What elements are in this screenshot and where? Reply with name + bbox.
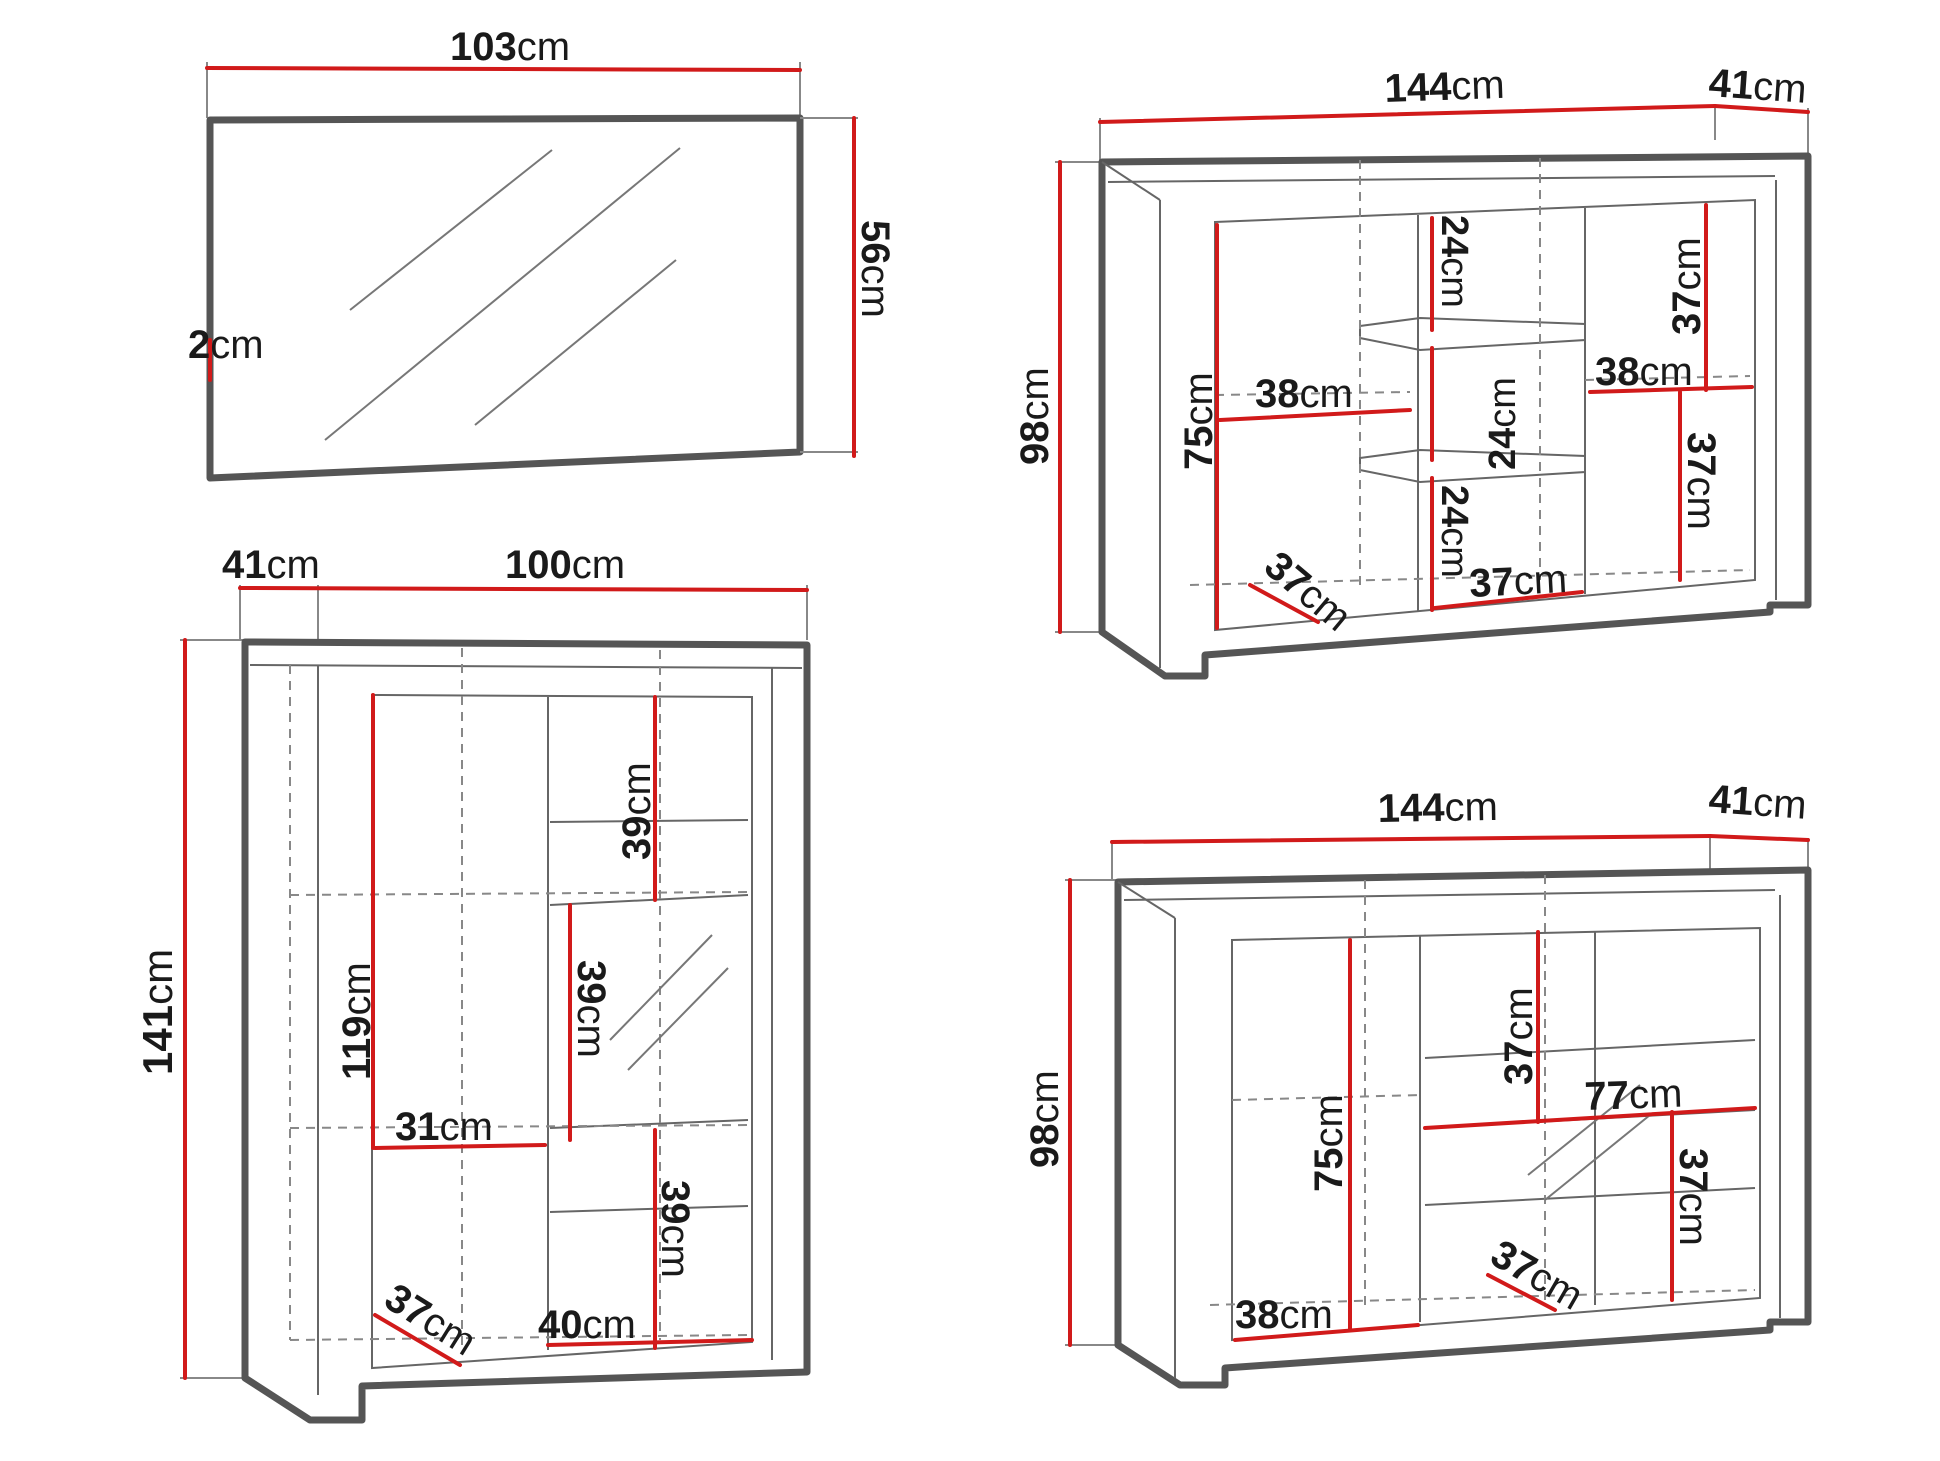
sideboard-top-center-shelf-2-label: 24cm [1482,377,1524,470]
cabinet-shelf-bottom-label: 39cm [653,1180,697,1278]
sideboard-bottom-right-width-label: 77cm [1584,1072,1683,1119]
cabinet-shelf-top-label: 39cm [615,762,659,860]
glass-reflection [324,147,681,441]
sideboard-bottom-drawer-height-label: 37cm [1497,987,1541,1085]
sideboard-bottom-depth-label: 41cm [1707,777,1808,828]
sideboard-bottom-inner-depth-dimension [1486,1273,1557,1312]
sideboard-bottom-left-width-label: 38cm [1235,1293,1333,1337]
cabinet-inner-depth-label: 37cm [377,1275,483,1364]
sideboard-bottom-inner-depth-label: 37cm [1484,1232,1591,1319]
cabinet-depth-dimension [373,1313,462,1367]
sideboard-top-center-shelf-3-label: 24cm [1433,485,1475,578]
cabinet-left-width-dimension [373,1143,547,1150]
sideboard-top-center-shelf-1-label: 24cm [1433,215,1475,308]
sideboard-bottom-depth-dimension [1708,834,1810,842]
sideboard-top-center-width-label: 37cm [1468,557,1568,606]
display-cabinet-drawing [180,585,811,1424]
cabinet-left-width-label: 31cm [395,1105,493,1149]
sideboard-bottom-drawing [1065,834,1812,1389]
sideboard-top-width-dimension [1098,104,1717,124]
cabinet-shelf-middle-label: 39cm [569,960,613,1058]
cabinet-bottom-width-label: 40cm [538,1303,636,1347]
sideboard-top-drawing [1055,104,1812,680]
sideboard-bottom-width-label: 144cm [1377,785,1498,831]
cabinet-inner-height-label: 119cm [335,962,379,1080]
sideboard-top-width-label: 144cm [1384,63,1506,111]
sideboard-top-left-width-label: 38cm [1255,372,1353,416]
sideboard-top-height-label: 98cm [1013,367,1057,465]
cabinet-width-dimension [238,586,809,592]
sideboard-top-right-bottom-label: 37cm [1679,432,1723,530]
sideboard-bottom-inner-height-label: 75cm [1307,1094,1351,1192]
sideboard-top-inner-depth-dimension [1248,583,1320,624]
sideboard-bottom-right-lower-label: 37cm [1671,1148,1715,1246]
mirror-width-dimension [205,66,802,72]
mirror-width-label: 103cm [450,25,570,69]
sideboard-bottom-right-width-dimension [1423,1106,1757,1130]
sideboard-bottom-width-dimension [1110,834,1712,844]
cabinet-height-label: 141cm [134,949,181,1075]
sideboard-bottom-height-label: 98cm [1023,1070,1067,1168]
cabinet-bottom-width-dimension [546,1338,754,1347]
sideboard-top-left-width-dimension [1218,408,1412,422]
mirror-drawing [205,62,858,482]
glass-reflection [1527,1084,1651,1201]
sideboard-top-depth-label: 41cm [1707,61,1808,112]
cabinet-depth-top-label: 41cm [222,543,320,587]
mirror-height-label: 56cm [853,220,897,318]
sideboard-top-inner-height-label: 75cm [1177,372,1221,470]
sideboard-top-depth-dimension [1713,104,1810,114]
sideboard-top-right-top-label: 37cm [1665,237,1709,335]
sideboard-top-right-width-dimension [1588,385,1754,394]
cabinet-width-label: 100cm [505,543,625,587]
sideboard-bottom-left-width-dimension [1233,1323,1420,1342]
sideboard-top-right-width-label: 38cm [1595,350,1693,394]
mirror-depth-label: 2cm [188,323,264,367]
glass-reflection [609,934,729,1071]
sideboard-top-center-width-dimension [1433,590,1584,610]
